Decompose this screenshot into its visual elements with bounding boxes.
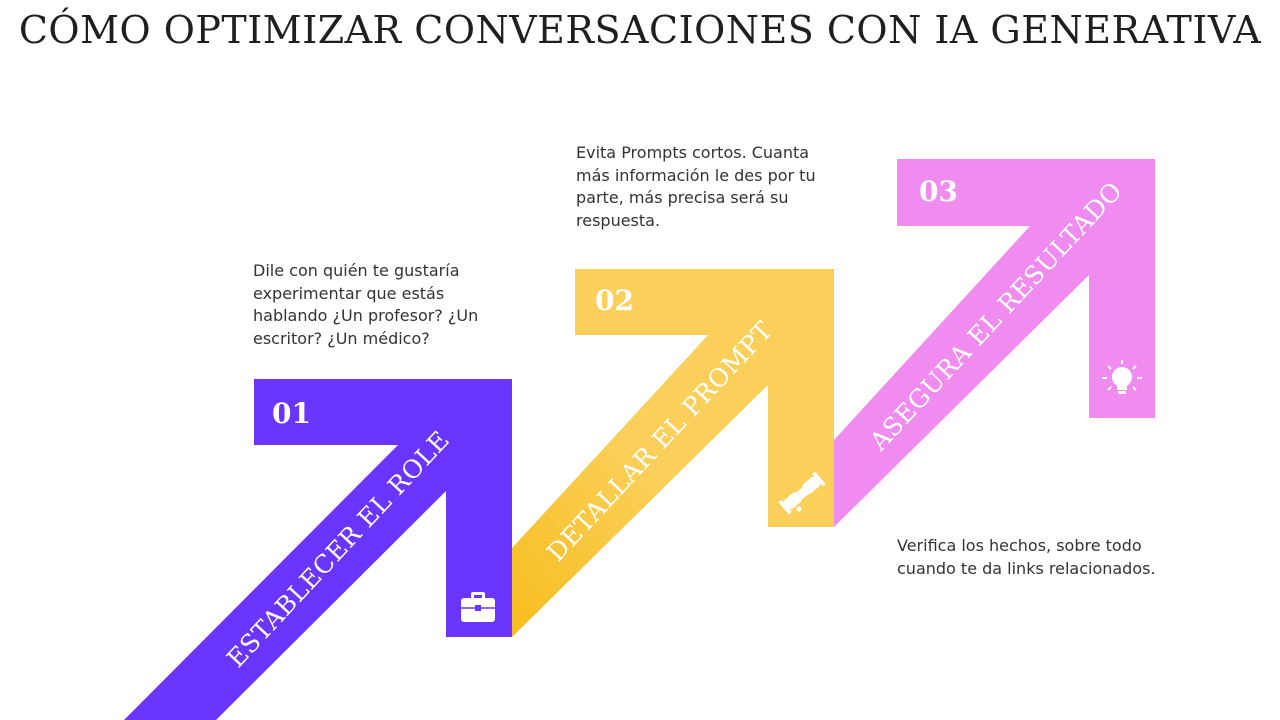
step-2-description: Evita Prompts cortos. Cuanta más informa…: [576, 143, 816, 230]
step-3-number: 03: [919, 175, 958, 208]
step-2-number: 02: [595, 284, 634, 317]
step-3-arrow: 03 ASEGURA EL RESULTADO: [834, 159, 1155, 527]
step-1-number: 01: [272, 397, 311, 430]
step-2-shape: [512, 269, 834, 637]
step-2-arrow: 02 DETALLAR EL PROMPT: [512, 269, 834, 637]
handshake-icon: [778, 471, 826, 515]
step-1-shape: [124, 379, 512, 720]
page-title: CÓMO OPTIMIZAR CONVERSACIONES CON IA GEN…: [18, 8, 1262, 52]
step-2-label: DETALLAR EL PROMPT: [541, 316, 778, 567]
step-3-description: Verifica los hechos, sobre todo cuando t…: [897, 536, 1156, 578]
lightbulb-icon: [1102, 360, 1142, 394]
step-1-description: Dile con quién te gustaría experimentar …: [253, 261, 479, 348]
step-3-shape: [834, 159, 1155, 527]
briefcase-icon: [461, 592, 495, 622]
step-1-arrow: 01 ESTABLECER EL ROLE: [124, 379, 512, 720]
step-1-label: ESTABLECER EL ROLE: [221, 425, 455, 673]
